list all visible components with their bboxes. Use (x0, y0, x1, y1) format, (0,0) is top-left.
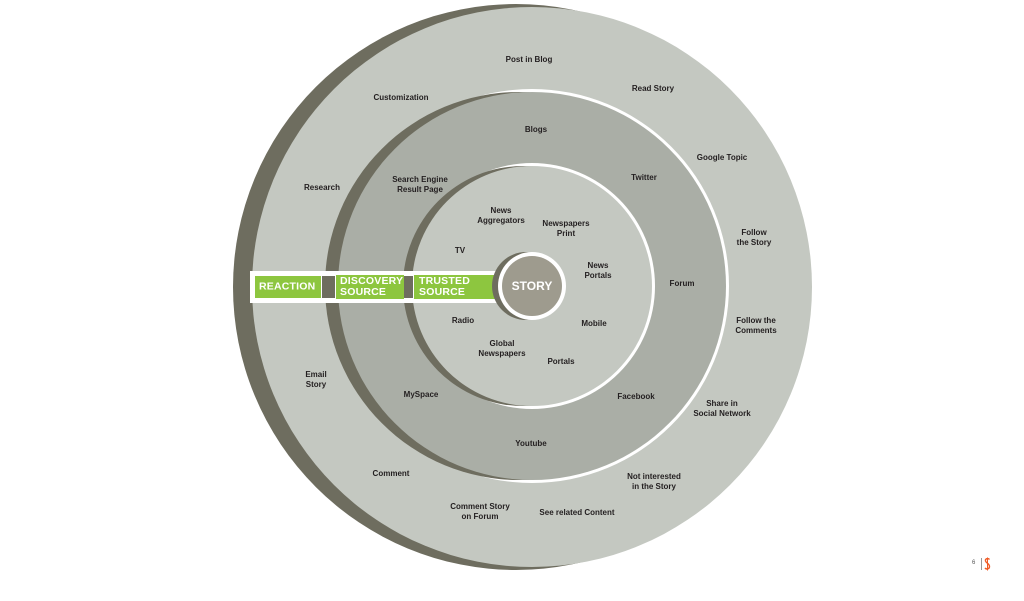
page-number-divider (981, 558, 982, 570)
comment-story-on-forum-label: Comment Story on Forum (450, 502, 510, 521)
see-related-content-label: See related Content (539, 508, 615, 517)
follow-the-story-label: Follow the Story (736, 228, 772, 247)
not-interested-label: Not interested in the Story (627, 472, 681, 491)
forum-label: Forum (669, 279, 695, 288)
news-portals-label: News Portals (584, 261, 612, 280)
page-number: 6 (972, 560, 976, 566)
facebook-label: Facebook (617, 392, 655, 401)
newspapers-print-label: Newspapers Print (542, 219, 590, 238)
global-newspapers-label: Global Newspapers (478, 339, 526, 358)
story-label: STORY (511, 279, 553, 293)
trusted-band-shadow (404, 276, 413, 298)
comment-label: Comment (372, 469, 410, 478)
twitter-label: Twitter (631, 173, 657, 182)
story-circle (502, 256, 562, 316)
myspace-label: MySpace (403, 390, 439, 399)
trusted-source-label: TRUSTED SOURCE (419, 275, 470, 298)
read-story-label: Read Story (631, 84, 675, 93)
follow-the-comments-label: Follow the Comments (735, 316, 777, 335)
customization-label: Customization (373, 93, 429, 102)
google-topic-label: Google Topic (696, 153, 748, 162)
reaction-label: REACTION (259, 280, 316, 293)
discovery-band (336, 275, 404, 299)
post-in-blog-label: Post in Blog (505, 55, 553, 64)
share-in-social-network-label: Share in Social Network (693, 399, 751, 418)
blogs-label: Blogs (524, 125, 548, 134)
email-story-label: Email Story (305, 370, 327, 389)
logo-icon (984, 557, 991, 571)
youtube-label: Youtube (515, 439, 547, 448)
radio-label: Radio (451, 316, 475, 325)
tv-label: TV (454, 246, 466, 255)
trusted-band (414, 275, 498, 299)
reaction-band (255, 276, 321, 298)
discovery-band-shadow (322, 276, 335, 298)
discovery-source-label: DISCOVERY SOURCE (340, 275, 404, 298)
search-engine-result-page-label: Search Engine Result Page (392, 175, 448, 194)
mobile-label: Mobile (581, 319, 607, 328)
portals-label: Portals (547, 357, 575, 366)
research-label: Research (303, 183, 341, 192)
news-aggregators-label: News Aggregators (477, 206, 525, 225)
